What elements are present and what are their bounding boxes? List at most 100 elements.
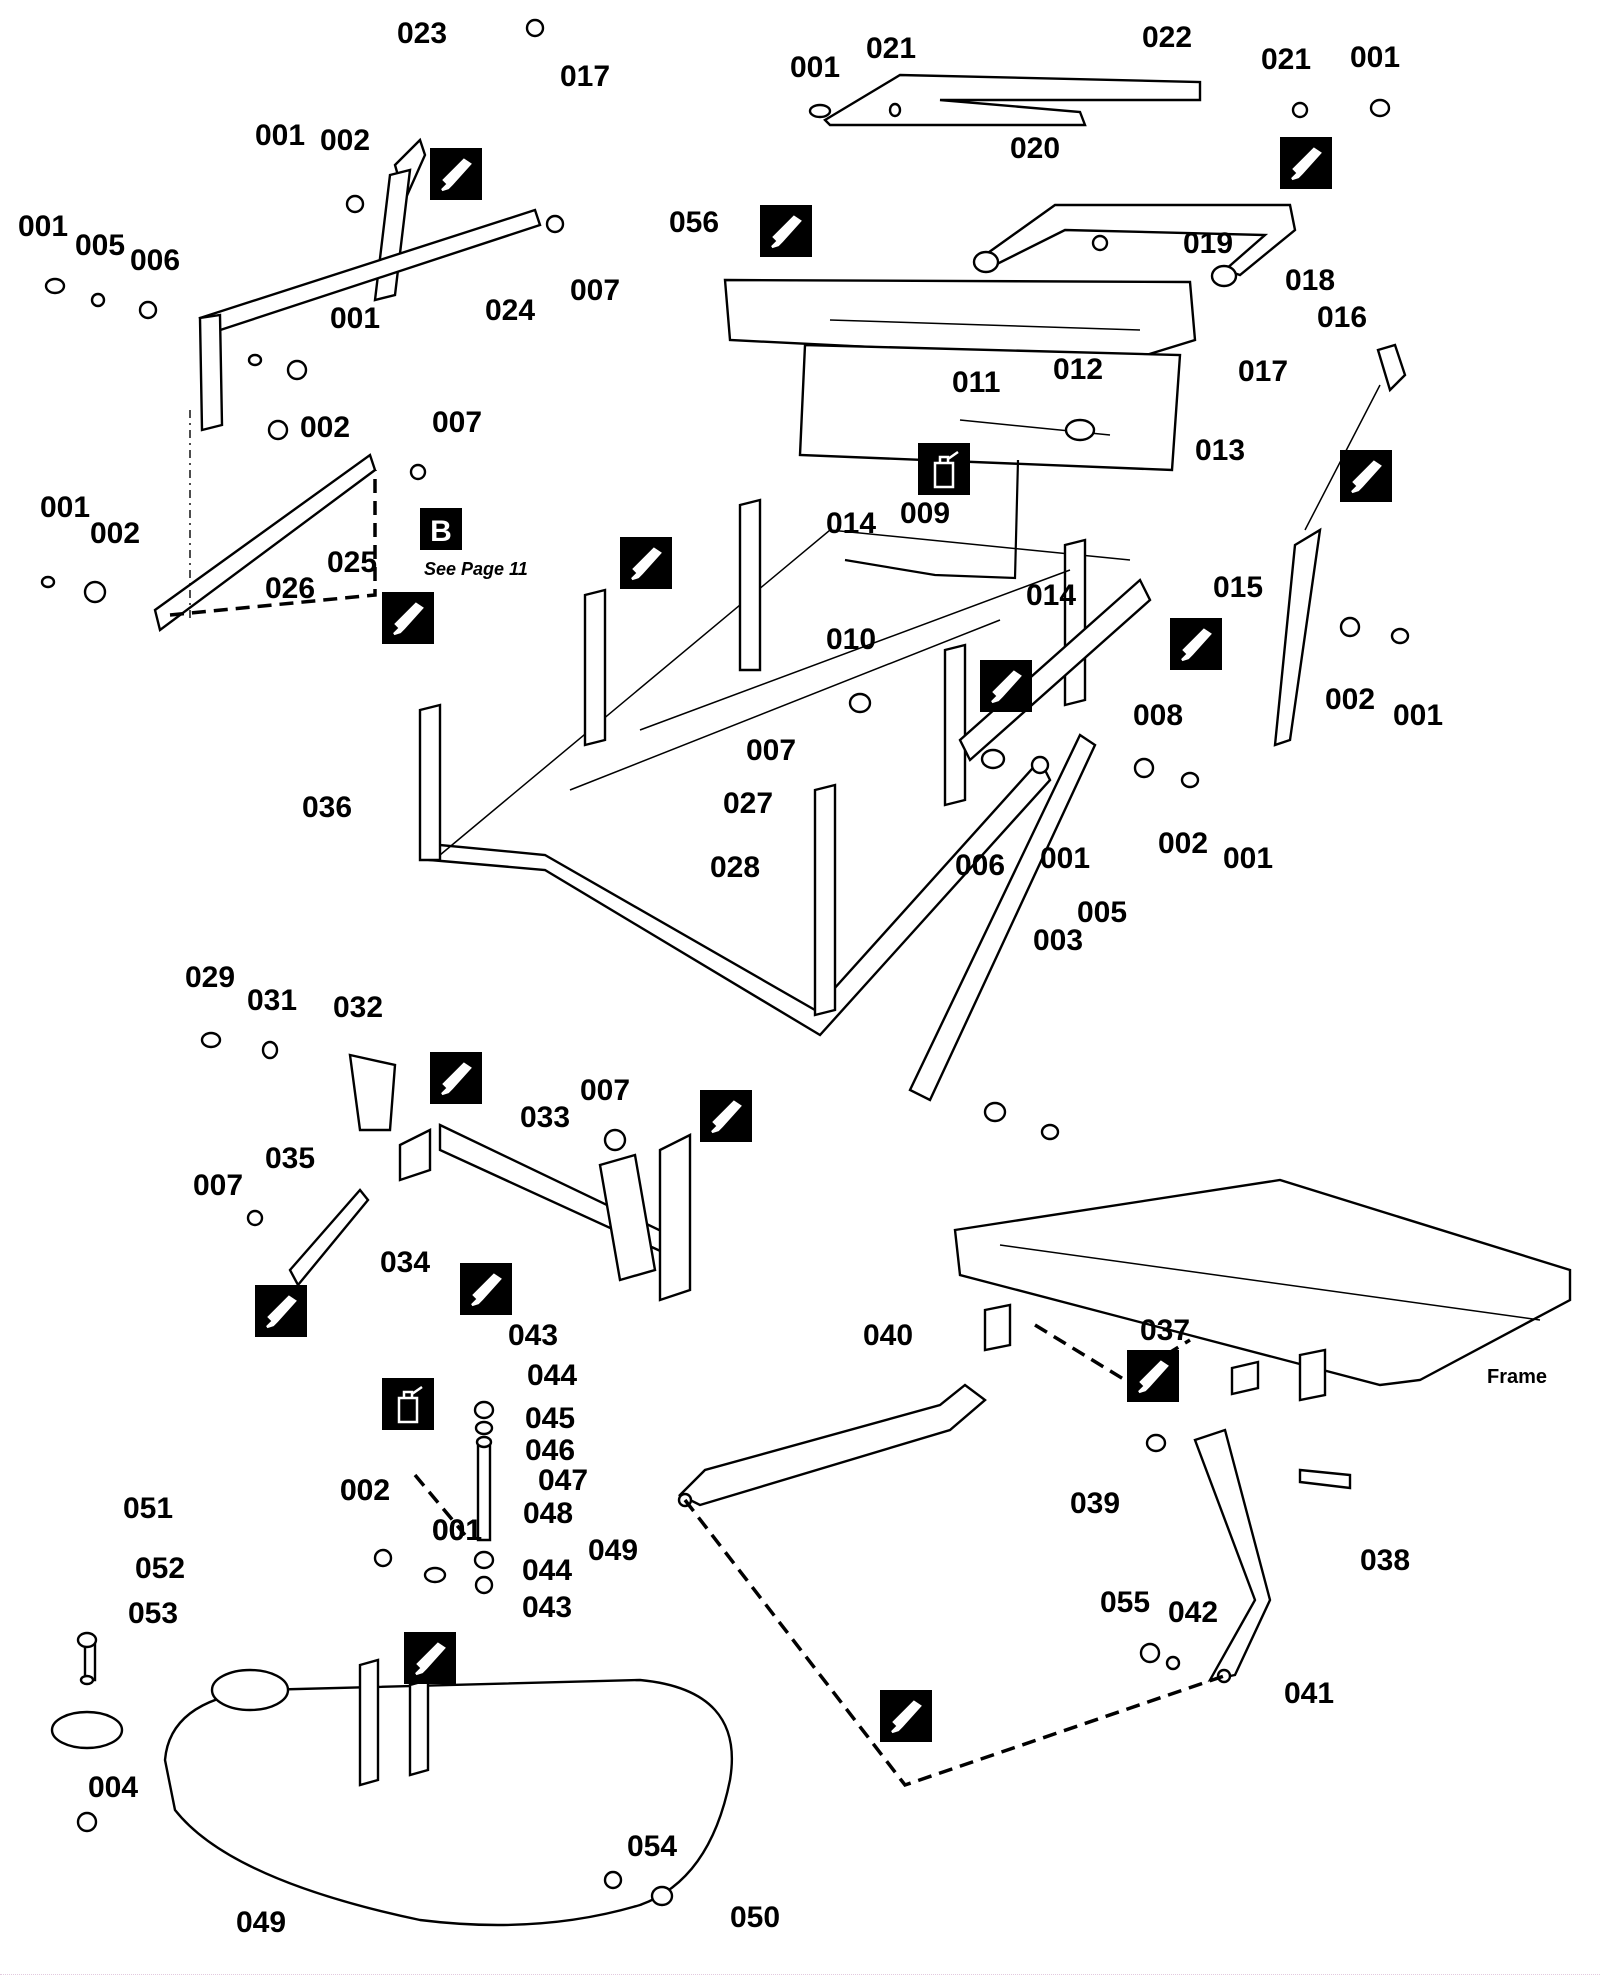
part-callout-005: 005	[75, 229, 125, 262]
part-callout-001: 001	[1393, 699, 1443, 732]
grease-gun-icon	[620, 537, 672, 589]
part-callout-031: 031	[247, 984, 297, 1017]
part-callout-043: 043	[508, 1319, 558, 1352]
part-callout-007: 007	[570, 274, 620, 307]
part-callout-039: 039	[1070, 1487, 1120, 1520]
part-callout-046: 046	[525, 1434, 575, 1467]
oil-can-icon	[918, 443, 970, 495]
part-callout-001: 001	[1223, 842, 1273, 875]
part-callout-027: 027	[723, 787, 773, 820]
part-callout-029: 029	[185, 961, 235, 994]
part-callout-038: 038	[1360, 1544, 1410, 1577]
part-callout-001: 001	[1040, 842, 1090, 875]
part-callout-002: 002	[1158, 827, 1208, 860]
part-callout-017: 017	[560, 60, 610, 93]
part-callout-040: 040	[863, 1319, 913, 1352]
part-callout-035: 035	[265, 1142, 315, 1175]
grease-gun-icon	[1280, 137, 1332, 189]
part-024-leg	[198, 313, 224, 432]
part-callout-043: 043	[522, 1591, 572, 1624]
grease-gun-icon	[700, 1090, 752, 1142]
grease-gun-icon	[1127, 1350, 1179, 1402]
part-callout-002: 002	[320, 124, 370, 157]
grease-gun-icon	[255, 1285, 307, 1337]
console-panel	[723, 278, 1197, 362]
part-callout-044: 044	[522, 1554, 572, 1587]
grease-gun-icon	[1170, 618, 1222, 670]
part-callout-006: 006	[130, 244, 180, 277]
lubrication-icons	[255, 137, 1392, 1742]
frame-lower	[953, 1178, 1572, 1387]
part-callout-011: 011	[952, 366, 1000, 399]
part-017-knob	[525, 18, 545, 38]
control-panel	[798, 343, 1182, 472]
part-callout-045: 045	[525, 1402, 575, 1435]
part-callout-007: 007	[432, 406, 482, 439]
part-008-bar	[958, 578, 1152, 762]
part-callout-007: 007	[193, 1169, 243, 1202]
part-callout-002: 002	[340, 1474, 390, 1507]
part-callout-017: 017	[1238, 355, 1288, 388]
part-032-bracket	[348, 1053, 397, 1132]
grease-gun-icon	[760, 205, 812, 257]
part-callout-026: 026	[265, 572, 315, 605]
part-035-link	[288, 1188, 370, 1288]
part-callout-024: 024	[485, 294, 535, 327]
part-callout-052: 052	[135, 1552, 185, 1585]
part-callout-016: 016	[1317, 301, 1367, 334]
part-callout-047: 047	[538, 1464, 588, 1497]
part-callout-002: 002	[340, 1474, 390, 1507]
oil-can-icon	[382, 1378, 434, 1430]
part-callout-042: 042	[1168, 1596, 1218, 1629]
part-callout-006: 006	[955, 849, 1005, 882]
grease-gun-icon	[1340, 450, 1392, 502]
grease-gun-icon	[980, 660, 1032, 712]
part-callout-005: 005	[1077, 896, 1127, 929]
part-callout-007: 007	[746, 734, 796, 767]
part-callout-010: 010	[826, 623, 876, 656]
part-callout-049: 049	[236, 1906, 286, 1939]
grease-gun-icon	[460, 1263, 512, 1315]
part-callout-019: 019	[1183, 227, 1233, 260]
callout-b[interactable]: B See Page 11	[420, 508, 528, 579]
part-003-link	[908, 733, 1097, 1102]
part-callout-050: 050	[730, 1901, 780, 1934]
part-callout-002: 002	[300, 411, 350, 444]
grease-gun-icon	[430, 1052, 482, 1104]
part-callout-001: 001	[432, 1514, 482, 1547]
part-callout-022: 022	[1142, 21, 1192, 54]
part-callout-004: 004	[88, 1771, 138, 1804]
part-callout-001: 001	[18, 210, 68, 243]
part-callout-033: 033	[520, 1101, 570, 1134]
part-callout-015: 015	[1213, 571, 1263, 604]
grease-gun-icon	[430, 148, 482, 200]
part-callout-034: 034	[380, 1246, 430, 1279]
part-callout-053: 053	[128, 1597, 178, 1630]
part-023-plate	[373, 168, 412, 302]
grease-gun-icon	[880, 1690, 932, 1742]
grease-gun-icon	[404, 1632, 456, 1684]
part-callout-032: 032	[333, 991, 383, 1024]
callout-b-letter: B	[430, 515, 452, 548]
part-callout-028: 028	[710, 851, 760, 884]
part-callout-025: 025	[327, 546, 377, 579]
part-callout-044: 044	[527, 1359, 577, 1392]
part-callout-037: 037	[1140, 1314, 1190, 1347]
part-callout-001: 001	[790, 51, 840, 84]
part-callout-013: 013	[1195, 434, 1245, 467]
part-callout-001: 001	[255, 119, 305, 152]
part-callout-055: 055	[1100, 1586, 1150, 1619]
see-page-note[interactable]: See Page 11	[424, 559, 528, 579]
part-callout-041: 041	[1284, 1677, 1334, 1710]
part-callout-001: 001	[330, 302, 380, 335]
part-callout-023: 023	[397, 17, 447, 50]
part-callout-001: 001	[432, 1514, 482, 1547]
part-callout-051: 051	[123, 1492, 173, 1525]
page-bottom-rule	[0, 1974, 1600, 1975]
part-callout-021: 021	[1261, 43, 1311, 76]
part-callout-014: 014	[826, 507, 876, 540]
part-callout-002: 002	[1325, 683, 1375, 716]
part-callout-003: 003	[1033, 924, 1083, 957]
